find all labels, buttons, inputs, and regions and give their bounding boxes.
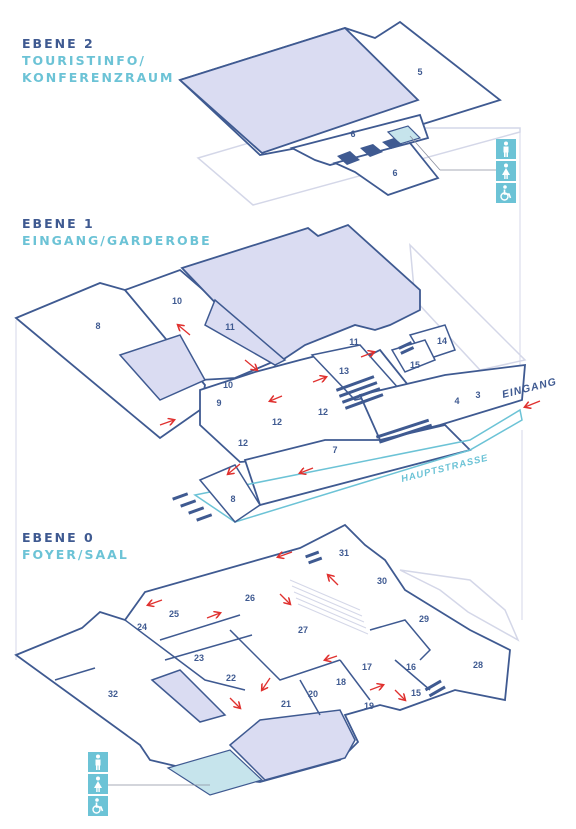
- level-subtitle: FOYER/SAAL: [22, 547, 129, 562]
- room-number: 24: [137, 622, 147, 632]
- level-0-plan: 31 30 25 26 24 27 29 23 17 16 28 32 22 1…: [14, 523, 520, 796]
- room-number: 25: [169, 609, 179, 619]
- stairs-faint: [289, 579, 369, 635]
- direction-arrows: [148, 552, 405, 708]
- room-number: 8: [95, 321, 100, 331]
- faint-outline: [399, 569, 520, 642]
- room-number: 16: [406, 662, 416, 672]
- level-1-plan: 8 10 11 11 14 15 13 10 9 12 12 12 4 3 7 …: [14, 223, 558, 524]
- room-number: 7: [332, 445, 337, 455]
- stairs: [172, 341, 433, 522]
- stairs: [305, 550, 446, 698]
- wall: [339, 659, 371, 701]
- stairs: [337, 138, 403, 165]
- room-number: 14: [437, 336, 447, 346]
- room-number: 20: [308, 689, 318, 699]
- wall: [164, 634, 253, 661]
- level-title: EBENE 1: [22, 216, 95, 231]
- room-number: 8: [230, 494, 235, 504]
- room-11-fill: [204, 298, 287, 366]
- room-number: 32: [108, 689, 118, 699]
- wall: [299, 679, 321, 716]
- room-number: 22: [226, 673, 236, 683]
- room-32-shade: [150, 669, 227, 723]
- room-number: 29: [419, 614, 429, 624]
- room-number: 18: [336, 677, 346, 687]
- room-number: 11: [349, 337, 359, 347]
- room-number: 11: [225, 322, 235, 332]
- room-number: 6: [350, 129, 355, 139]
- level-subtitle: EINGANG/GARDEROBE: [22, 233, 212, 248]
- room-5-fill: [178, 26, 420, 155]
- room-number: 15: [411, 688, 421, 698]
- room-number: 12: [238, 438, 248, 448]
- level-2-plan: 5 6 6: [178, 20, 521, 206]
- wall: [124, 619, 246, 691]
- room-number: 31: [339, 548, 349, 558]
- room-8-bottom: [198, 464, 262, 524]
- room-number: 5: [417, 67, 422, 77]
- level-connectors: [15, 130, 523, 660]
- level-subtitle: KONFERENZRAUM: [22, 70, 175, 85]
- male-icon: [88, 752, 108, 772]
- wall: [159, 614, 241, 641]
- room-number: 13: [339, 366, 349, 376]
- wall: [54, 667, 96, 681]
- room-number: 26: [245, 593, 255, 603]
- room-number: 30: [377, 576, 387, 586]
- room-number: 23: [194, 653, 204, 663]
- room-number: 15: [410, 360, 420, 370]
- room-number: 6: [392, 168, 397, 178]
- room-number: 4: [454, 396, 459, 406]
- room-shade-left: [118, 334, 207, 401]
- room-number: 3: [475, 390, 480, 400]
- room-number: 28: [473, 660, 483, 670]
- level-title: EBENE 2: [22, 36, 95, 51]
- wall: [369, 619, 432, 661]
- room-number: 12: [318, 407, 328, 417]
- room-8-left: [14, 282, 206, 440]
- wall: [394, 659, 431, 691]
- room-number: 17: [362, 662, 372, 672]
- level-title: EBENE 0: [22, 530, 95, 545]
- female-icon: [496, 161, 516, 181]
- room-number: 19: [364, 701, 374, 711]
- room-number: 9: [216, 398, 221, 408]
- wall: [229, 629, 341, 681]
- leader-line: [409, 135, 441, 171]
- wc-room: [166, 749, 264, 796]
- male-icon: [496, 139, 516, 159]
- room-number: 12: [272, 417, 282, 427]
- level-subtitle: TOURISTINFO/: [22, 53, 146, 68]
- direction-arrows: [159, 325, 541, 474]
- room-number: 27: [298, 625, 308, 635]
- wheelchair-icon: [496, 183, 516, 203]
- room-number: 21: [281, 699, 291, 709]
- wheelchair-icon: [88, 796, 108, 816]
- female-icon: [88, 774, 108, 794]
- room-number: 10: [223, 380, 233, 390]
- entrance-lobby: [358, 363, 526, 442]
- room-number: 10: [172, 296, 182, 306]
- hall-shade: [228, 709, 356, 781]
